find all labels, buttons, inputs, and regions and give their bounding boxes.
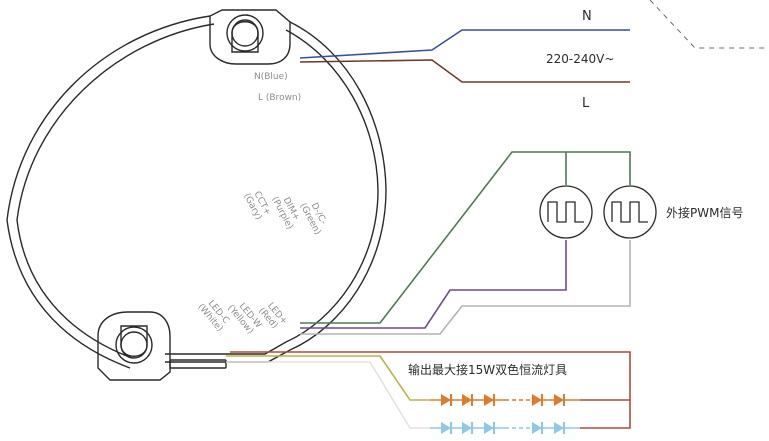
led-diode-icon [532,422,543,434]
led-diode-icon [462,394,473,406]
led-diode-icon [441,394,452,406]
terminal-n-blue-label: N(Blue) [254,72,288,82]
cool-led-chain [430,422,580,434]
diode-body [462,422,472,434]
wire-exit-port [169,359,227,369]
driver-housing [6,9,387,381]
dashed-leader [649,0,769,49]
led-diode-icon [484,422,495,434]
led-diode-icon [484,394,495,406]
diode-body [441,422,451,434]
wire-green [300,151,631,324]
warm-led-chain [430,394,580,406]
terminal-dim-group: D-/C- (Green) DIM+ (Purple) CCT+ (Gary) [241,190,328,237]
square-wave-icon [603,185,657,239]
diode-body [484,394,494,406]
housing-inner-outline [16,23,379,359]
wire-white [226,361,430,429]
bottom-mounting-ear [97,311,171,381]
wire-red [230,351,631,429]
wire-gray [300,240,631,335]
bottom-screw-slot [115,326,153,364]
top-mounting-ear [209,9,291,65]
led-diode-icon [532,394,543,406]
diode-body [441,394,451,406]
square-wave-icon [539,185,593,239]
wire-purple [300,240,567,329]
diode-body [554,422,564,434]
wire-n-blue [299,29,630,59]
label-l: L [582,96,590,111]
led-diode-icon [462,422,473,434]
label-voltage: 220-240V~ [546,52,614,66]
top-slot-channel [231,21,259,53]
label-output: 输出最大接15W双色恒流灯具 [408,362,567,377]
bottom-slot-channel [120,325,148,357]
led-diode-icon [554,422,565,434]
pwm-signal-icon-left [539,185,593,239]
diode-body [532,394,542,406]
square-wave-trace [611,201,648,223]
wire-l-brown [299,59,630,83]
top-screw-slot [226,14,264,52]
diode-body [532,422,542,434]
label-pwm: 外接PWM信号 [666,205,743,220]
label-n: N [582,9,592,24]
led-diode-icon [441,422,452,434]
terminal-led-group: LED+ (Red) LED-W (Yellow) LED-C (White) [195,299,288,337]
square-wave-trace [547,201,584,223]
diode-body [462,394,472,406]
housing-outer-outline [6,15,387,369]
diode-body [554,394,564,406]
pwm-signal-icon-right [603,185,657,239]
led-diode-icon [554,394,565,406]
wire-yellow [226,355,430,401]
diode-body [484,422,494,434]
terminal-l-brown-label: L (Brown) [258,93,301,103]
